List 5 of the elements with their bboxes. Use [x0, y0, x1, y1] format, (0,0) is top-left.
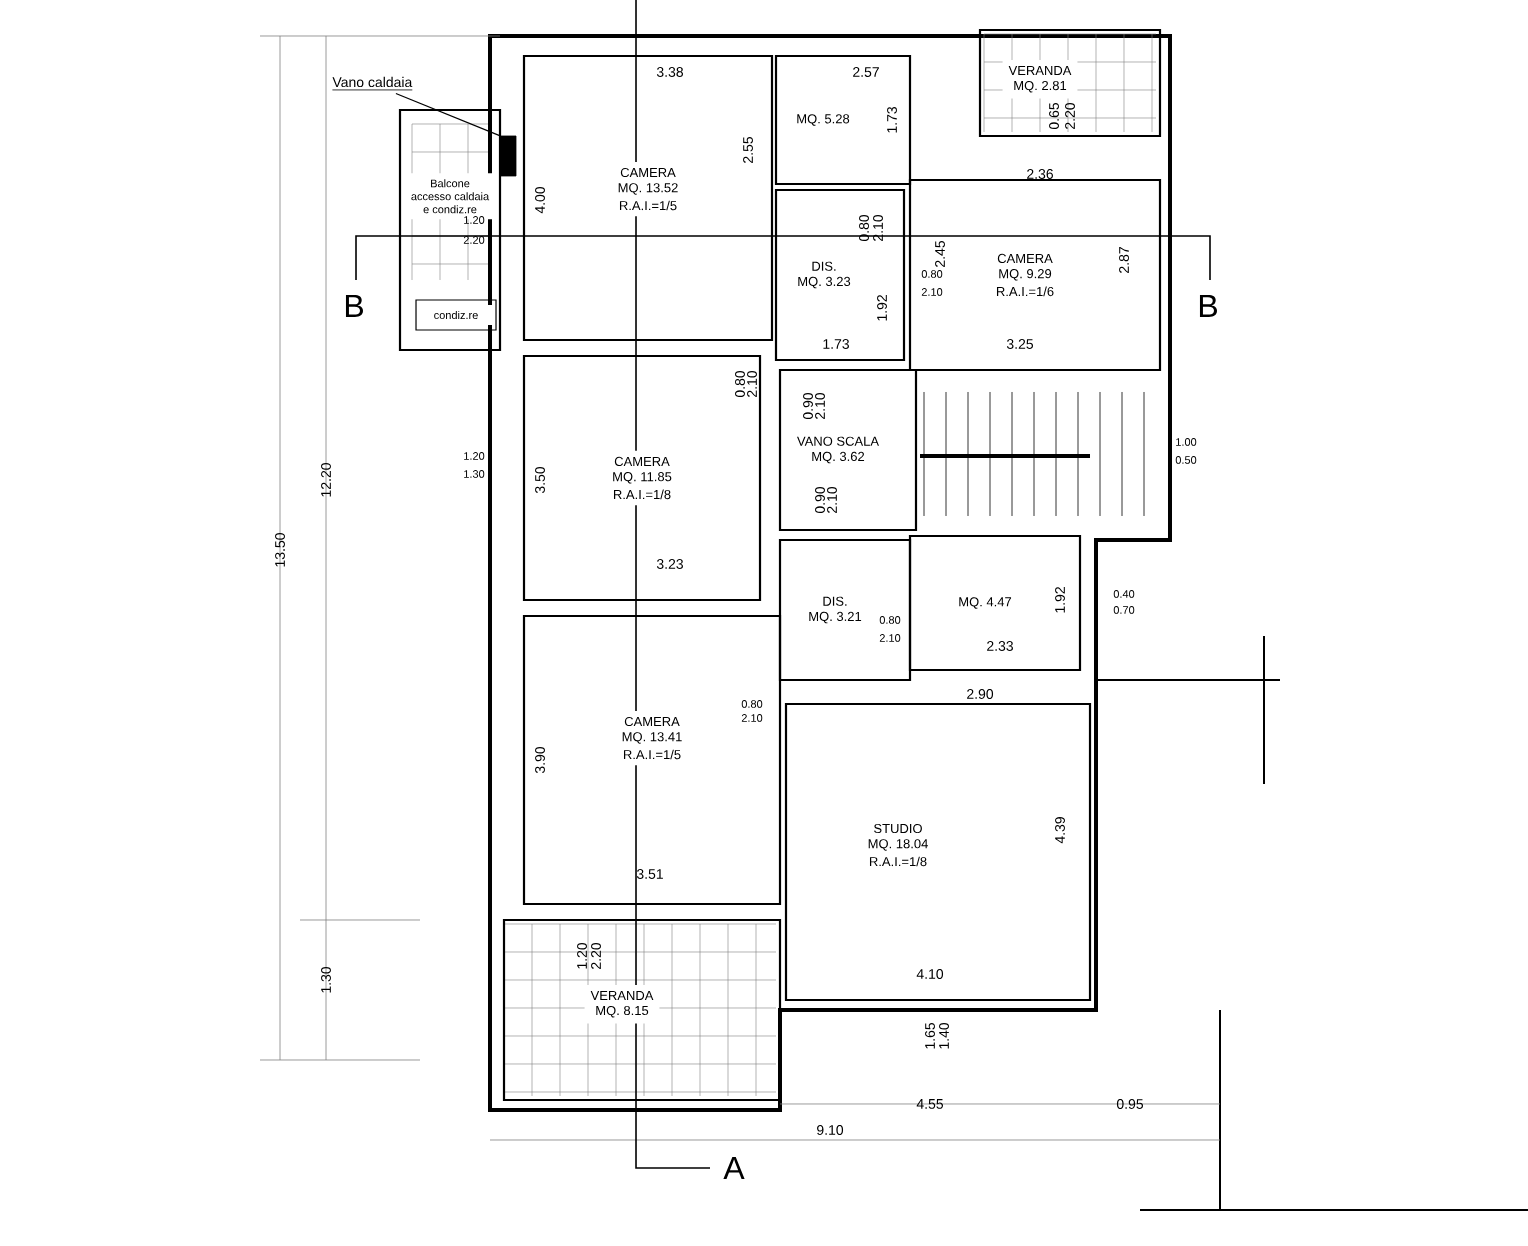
boiler-box — [499, 135, 517, 177]
section-letter: B — [345, 295, 363, 317]
section-letter: B — [1199, 295, 1217, 317]
leader-line — [395, 92, 501, 137]
section-letter: A — [723, 1156, 745, 1179]
